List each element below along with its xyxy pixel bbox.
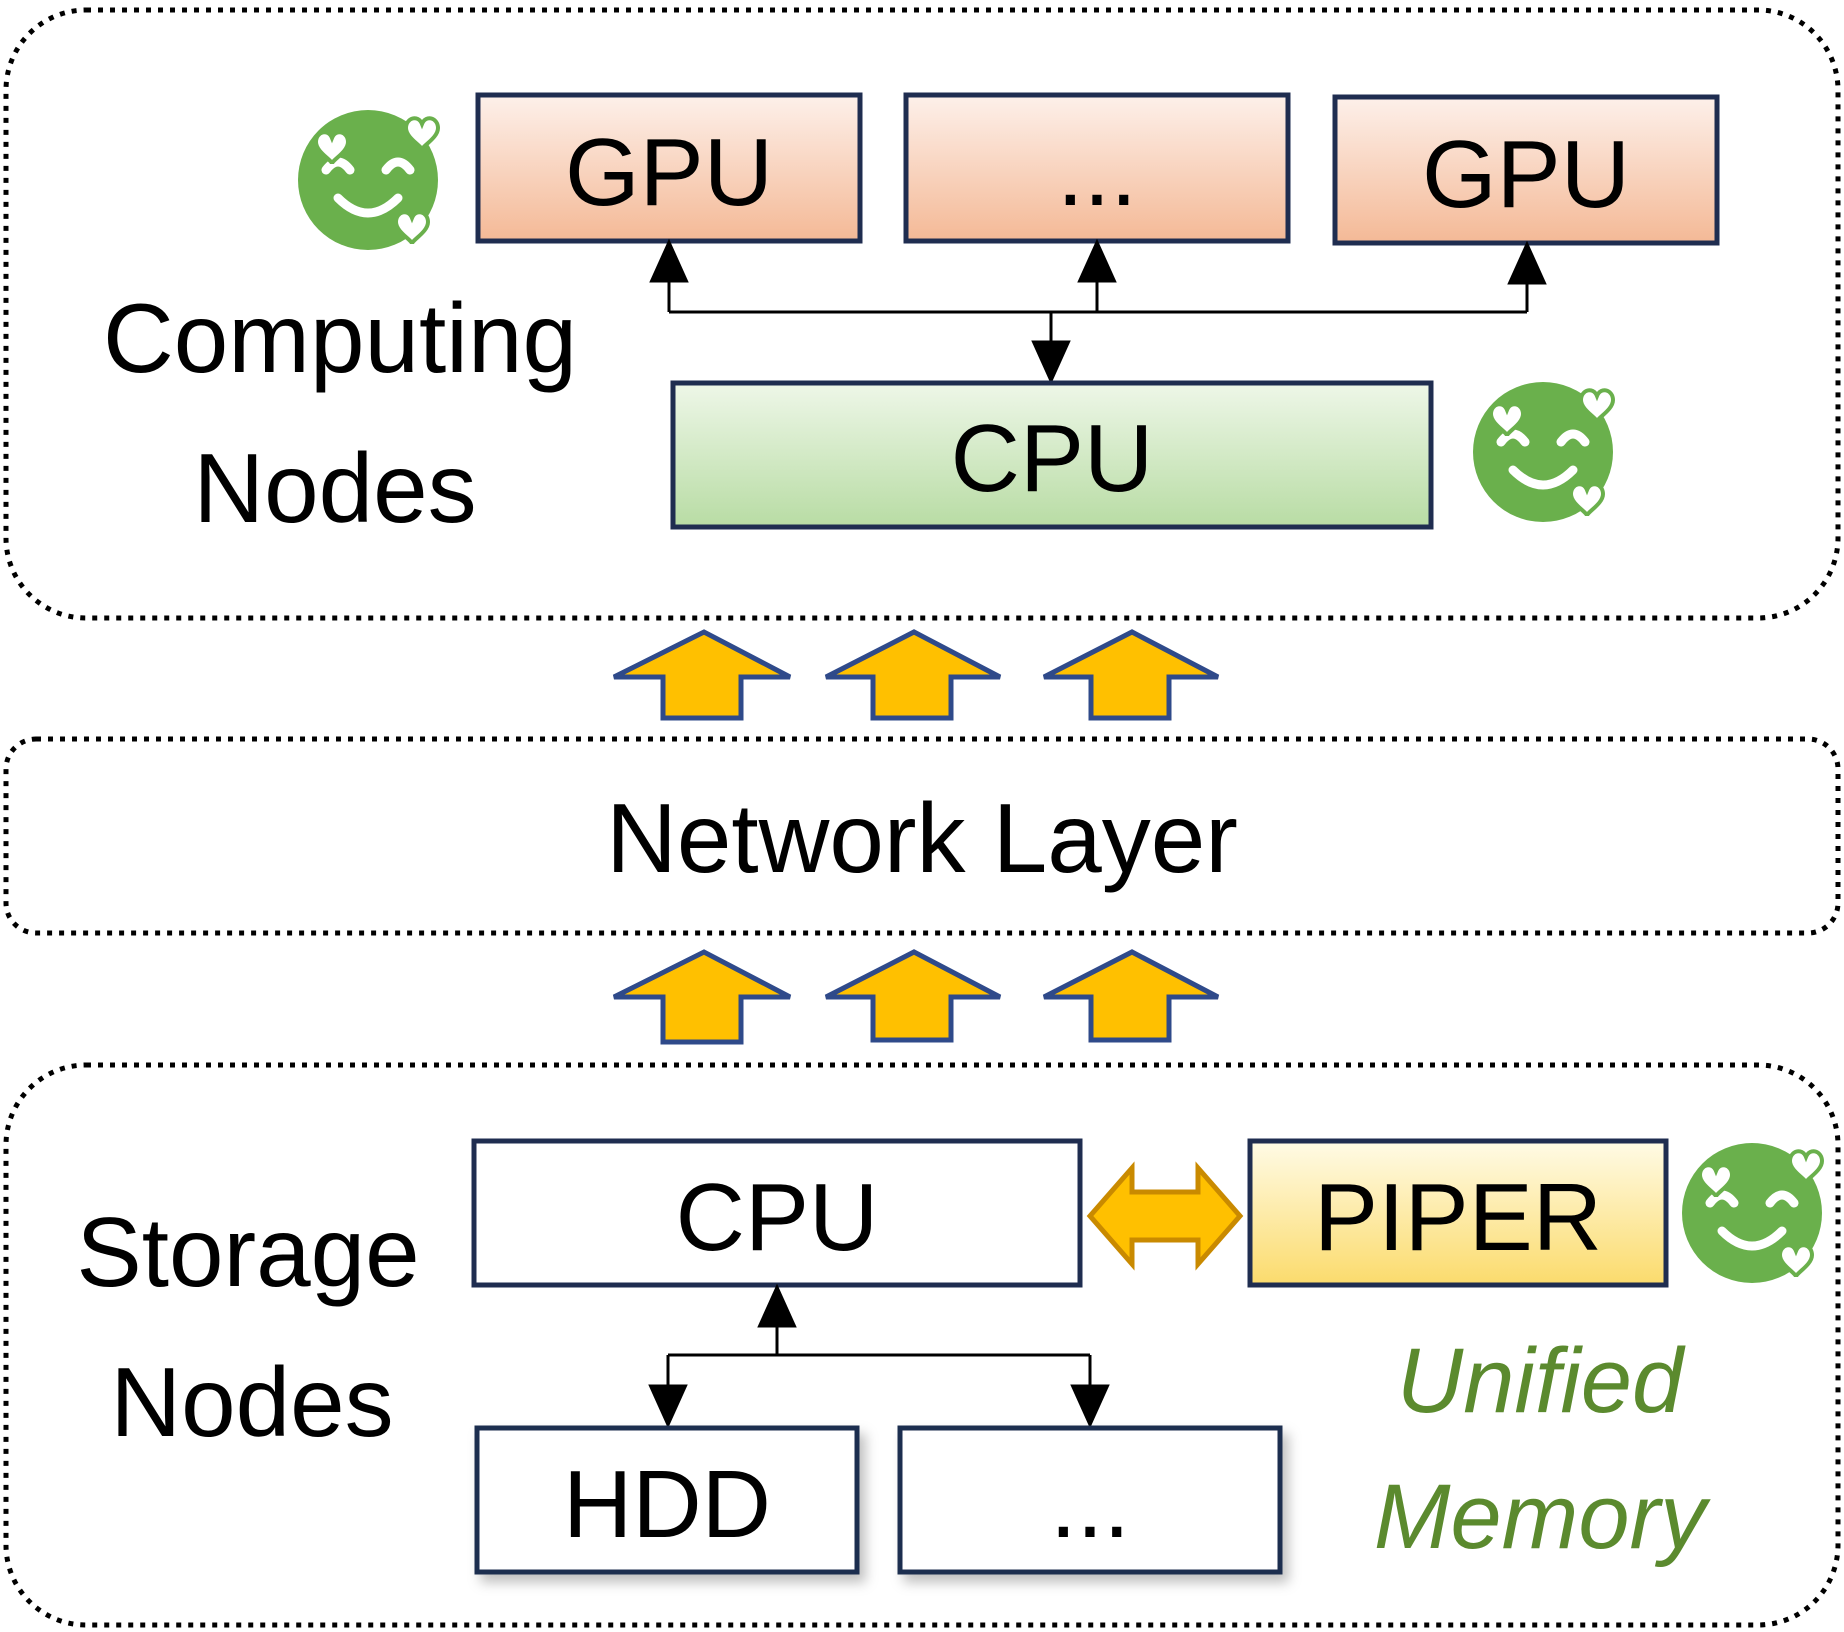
hdd-box (474, 1425, 860, 1575)
up-block-arrow-icon (824, 949, 1002, 1043)
smiling-face-with-hearts-icon (1682, 1143, 1822, 1283)
left-right-block-arrow-icon (1086, 1161, 1244, 1271)
gpu-cpu-connector (649, 238, 1547, 385)
smiling-face-with-hearts-icon (1473, 382, 1613, 522)
piper-label: PIPER (1314, 1164, 1602, 1271)
disk-other-label: ... (1050, 1451, 1130, 1558)
up-block-arrow-icon (612, 949, 792, 1045)
smiling-face-with-hearts-icon (298, 110, 438, 250)
storage-cpu-box (471, 1138, 1083, 1288)
up-arrow-group-top (612, 629, 1220, 721)
disk-other-box (897, 1425, 1283, 1575)
network-layer-region (3, 736, 1841, 936)
compute-cpu-label: CPU (951, 405, 1154, 512)
up-block-arrow-icon (824, 629, 1002, 721)
hdd-label: HDD (563, 1451, 771, 1558)
computing-nodes-title-line1: Computing (103, 283, 577, 393)
gpu-middle-label: ... (1057, 119, 1137, 226)
up-block-arrow-icon (612, 629, 792, 721)
storage-nodes-title-line2: Nodes (110, 1347, 393, 1457)
gpu-left-label: GPU (565, 119, 773, 226)
up-arrow-group-bottom (612, 949, 1220, 1045)
piper-box (1247, 1138, 1669, 1288)
gpu-right-label: GPU (1422, 121, 1630, 228)
computing-nodes-region (3, 7, 1841, 621)
cpu-disk-connector (648, 1283, 1110, 1429)
up-block-arrow-icon (1042, 949, 1220, 1043)
up-block-arrow-icon (1042, 629, 1220, 721)
gpu-middle-box (903, 92, 1291, 244)
storage-nodes-region (3, 1062, 1841, 1628)
gpu-left-box (475, 92, 863, 244)
unified-memory-line2: Memory (1374, 1466, 1711, 1568)
computing-nodes-title-line2: Nodes (193, 433, 476, 543)
storage-cpu-label: CPU (676, 1164, 879, 1271)
unified-memory-line1: Unified (1397, 1330, 1686, 1432)
network-layer-label: Network Layer (606, 783, 1238, 893)
storage-nodes-title-line1: Storage (76, 1197, 419, 1307)
compute-cpu-box (670, 380, 1434, 530)
